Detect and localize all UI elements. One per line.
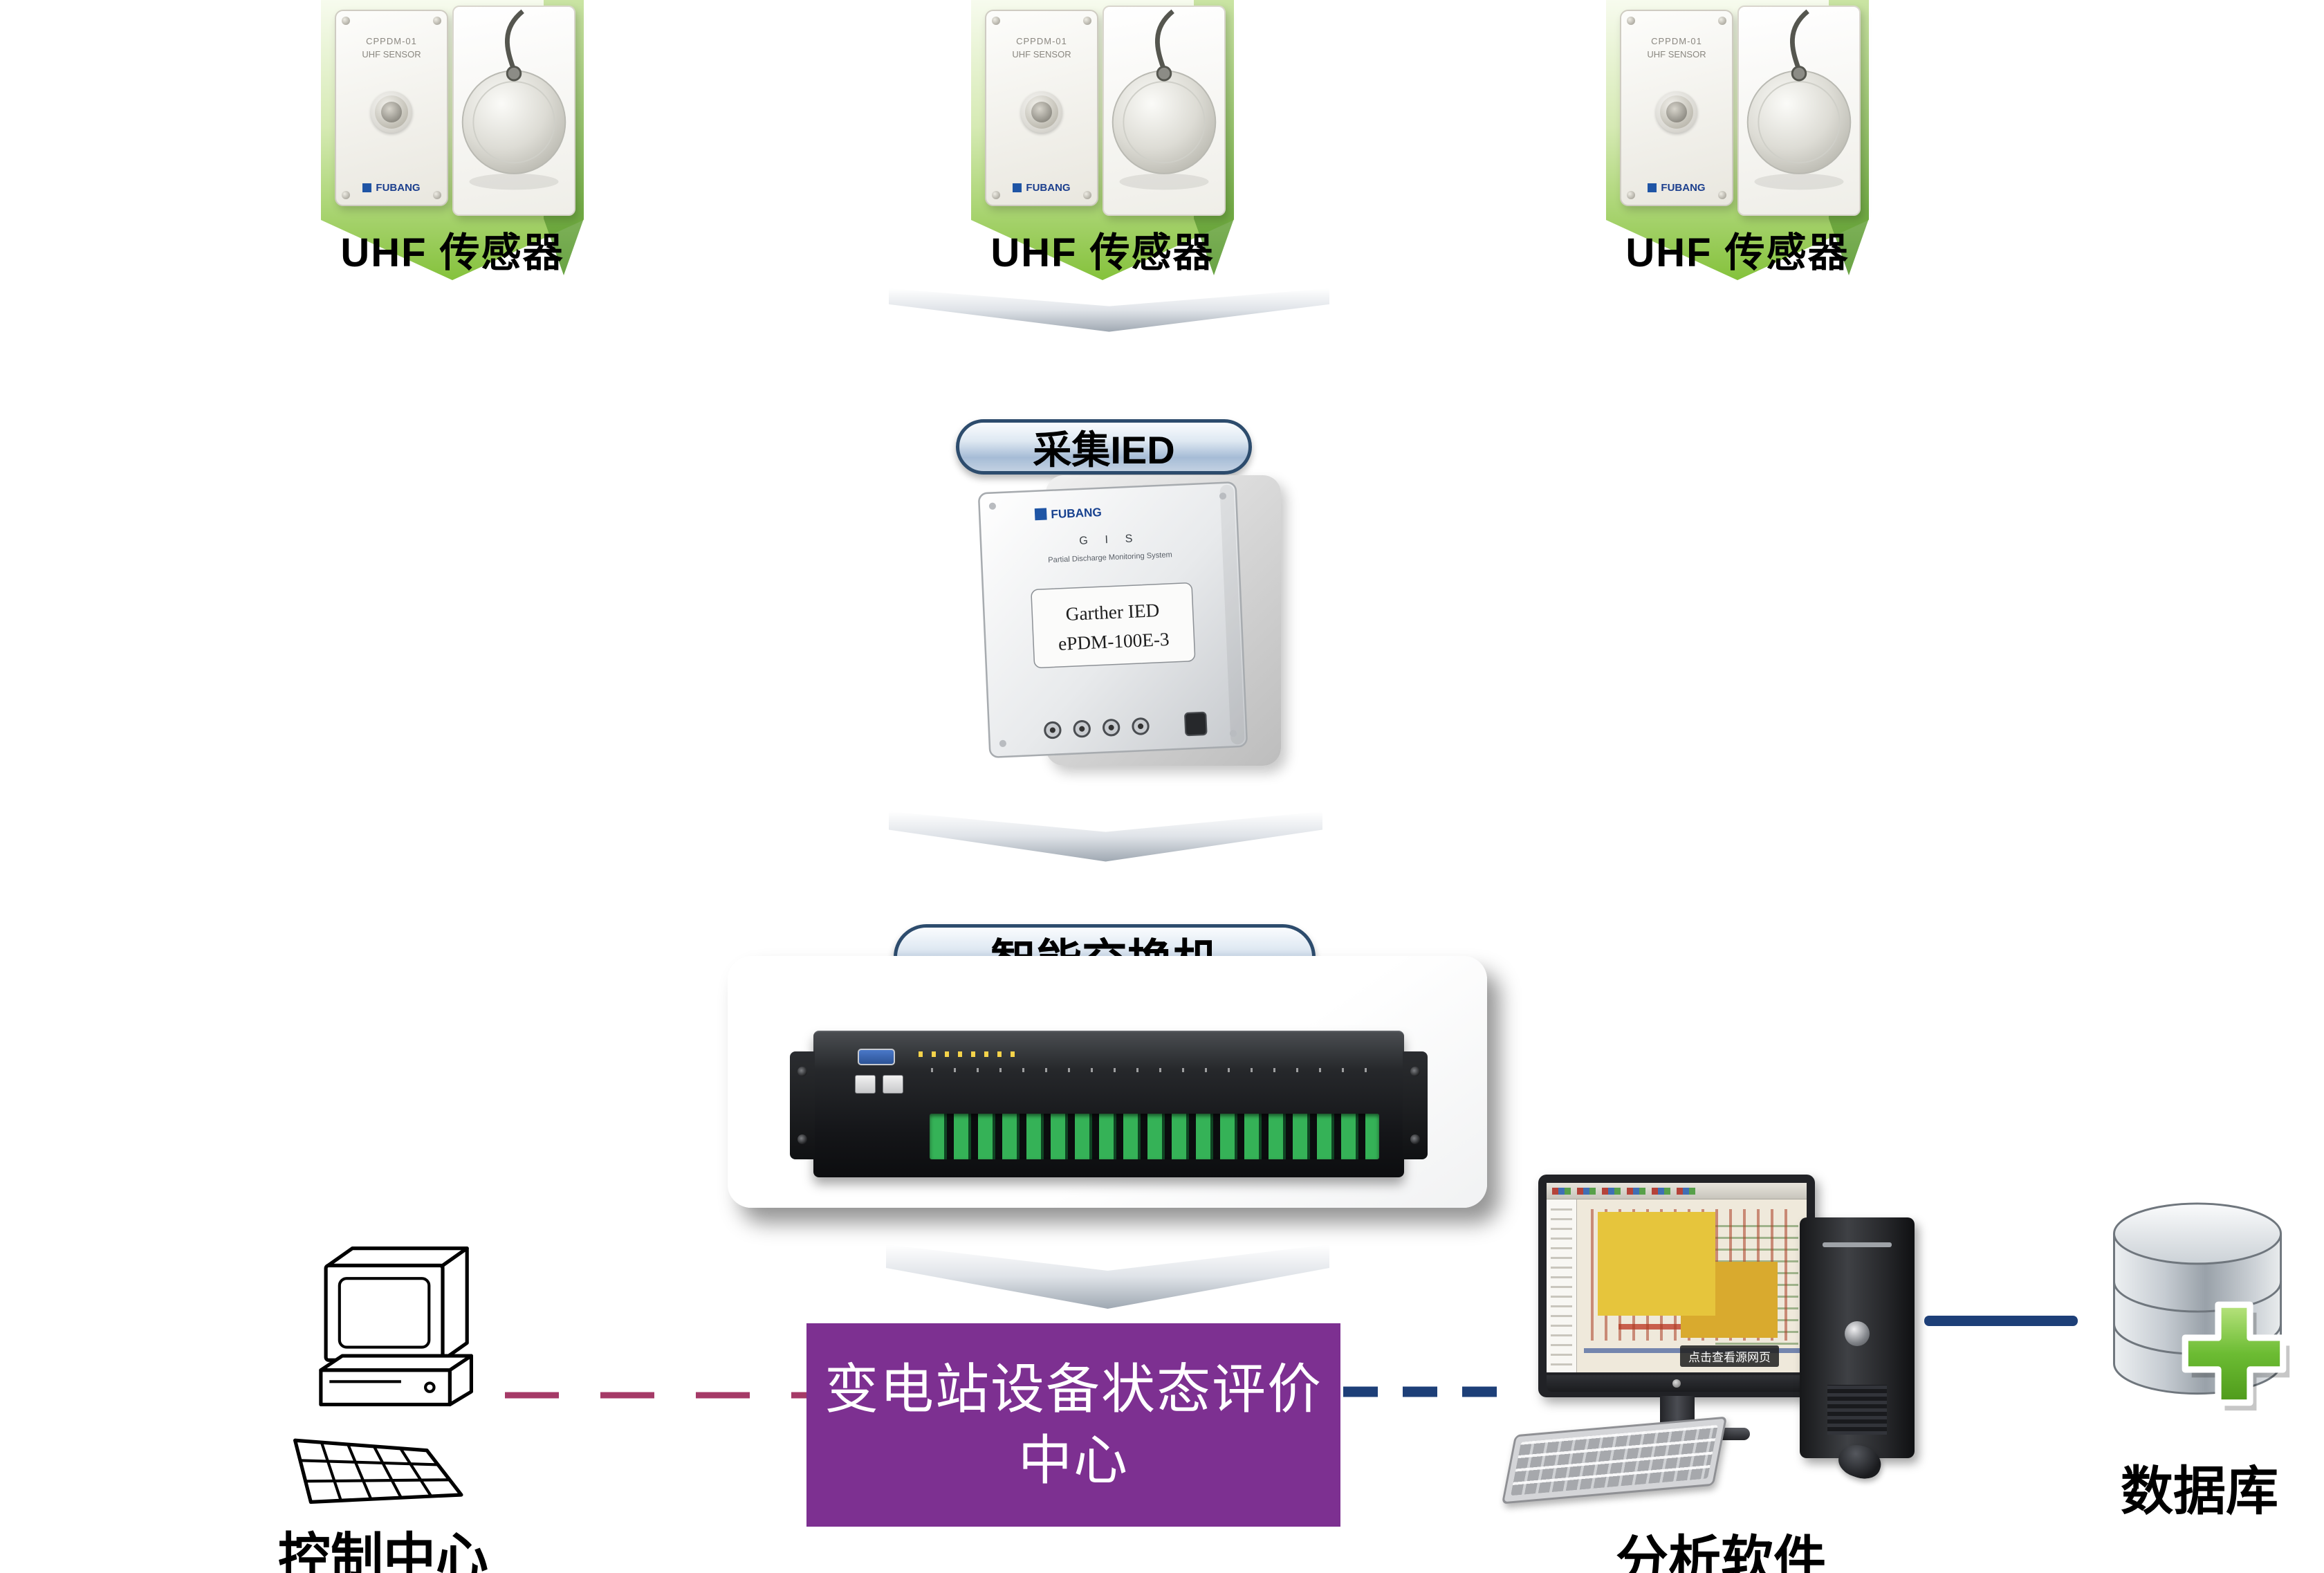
screw-icon <box>1718 17 1726 25</box>
screen-caption-badge: 点击查看源网页 <box>1680 1345 1779 1367</box>
uhf-sensor-disc-photo <box>1103 6 1226 216</box>
sensor-model-text: CPPDM-01 <box>1651 36 1702 46</box>
ied-title-pill: 采集IED <box>956 419 1252 475</box>
screen-toolbar <box>1547 1183 1807 1199</box>
sensor-type-text: UHF SENSOR <box>1012 49 1071 59</box>
keyboard-icon <box>1501 1416 1728 1505</box>
evaluation-center-box: 变电站设备状态评价 中心 <box>806 1323 1340 1527</box>
sensor-type-text: UHF SENSOR <box>1647 49 1706 59</box>
uhf-sensor-label: UHF 传感器 <box>990 230 1215 275</box>
analysis-monitor: 点击查看源网页 <box>1538 1175 1815 1397</box>
ied-gis-text: G I S <box>1079 532 1140 547</box>
brand-text: FUBANG <box>1661 182 1706 194</box>
uhf-sensor-panel-photo: CPPDM-01 UHF SENSOR FUBANG <box>335 10 448 206</box>
uhf-sensor-group-3: CPPDM-01 UHF SENSOR FUBANG UHF 传感器 <box>1606 0 1869 332</box>
down-arrow-icon-2 <box>889 811 1322 862</box>
sensor-type-text: UHF SENSOR <box>362 49 421 59</box>
monitor-logo-icon <box>1672 1379 1681 1388</box>
database-icon <box>2113 1202 2290 1411</box>
brand-text: FUBANG <box>1026 182 1071 194</box>
ied-model-text: ePDM-100E-3 <box>1058 629 1170 654</box>
ied-title-text: 采集IED <box>1033 427 1175 472</box>
rf-connector-icon <box>371 91 412 133</box>
monitor-chin <box>1547 1375 1807 1392</box>
screw-icon <box>1627 17 1635 25</box>
control-center-label: 控制中心 <box>278 1529 488 1573</box>
analysis-software-label: 分析软件 <box>1616 1531 1826 1573</box>
uhf-sensor-disc-photo <box>1737 6 1861 216</box>
green-terminal-port-row <box>930 1114 1379 1159</box>
vga-port-icon <box>858 1049 895 1065</box>
screw-icon <box>342 191 350 199</box>
switch-photo <box>790 1031 1428 1177</box>
tower-badge-icon <box>1845 1321 1870 1346</box>
rf-connector-icon <box>1021 91 1062 133</box>
screw-icon <box>992 191 1000 199</box>
sensor-brand: FUBANG <box>1621 182 1732 194</box>
plus-icon <box>2182 1301 2290 1411</box>
fubang-logo-icon <box>1034 508 1047 521</box>
tower-vents-icon <box>1827 1385 1888 1435</box>
uhf-sensor-group-1: CPPDM-01 UHF SENSOR FUBANG UHF 传感器 <box>321 0 584 332</box>
screen-side-panel <box>1547 1199 1577 1372</box>
connector-solid-navy <box>1924 1316 2078 1326</box>
evaluation-center-line1: 变电站设备状态评价 <box>824 1359 1322 1420</box>
screw-icon <box>1083 17 1091 25</box>
rack-ear-left-icon <box>790 1051 815 1159</box>
rj45-port-icon <box>883 1075 903 1094</box>
screw-icon <box>433 191 441 199</box>
uhf-sensor-panel-photo: CPPDM-01 UHF SENSOR FUBANG <box>985 10 1098 206</box>
rack-ear-right-icon <box>1403 1051 1428 1159</box>
screw-icon <box>992 17 1000 25</box>
screw-icon <box>342 17 350 25</box>
brand-logo-icon <box>1648 183 1657 192</box>
database-label: 数据库 <box>2121 1462 2278 1521</box>
drive-slot-icon <box>1823 1242 1892 1247</box>
switch-card <box>728 956 1487 1208</box>
brand-logo-icon <box>362 183 372 192</box>
ied-device-photo: FUBANG G I S Partial Discharge Monitorin… <box>978 481 1248 758</box>
screw-icon <box>1627 191 1635 199</box>
uhf-sensor-group-2: CPPDM-01 UHF SENSOR FUBANG UHF 传感器 <box>971 0 1234 332</box>
uhf-sensor-panel-photo: CPPDM-01 UHF SENSOR FUBANG <box>1620 10 1733 206</box>
brand-text: FUBANG <box>376 182 421 194</box>
connector-dashed-crimson <box>505 1392 809 1399</box>
led-row-icon <box>919 1051 1015 1057</box>
computer-lineart-icon <box>293 1247 474 1504</box>
uhf-sensor-label: UHF 传感器 <box>1625 230 1850 275</box>
down-arrow-icon-1 <box>889 288 1329 332</box>
screen-cad-art <box>1577 1199 1807 1372</box>
screw-icon <box>1083 191 1091 199</box>
connector-dashed-navy <box>1343 1386 1509 1397</box>
screw-icon <box>433 17 441 25</box>
pc-tower-icon <box>1800 1217 1915 1458</box>
down-arrow-icon-3 <box>886 1244 1329 1309</box>
ied-name-text: Garther IED <box>1065 600 1160 625</box>
sensor-model-text: CPPDM-01 <box>1016 36 1067 46</box>
port-label-row <box>931 1068 1376 1072</box>
screw-icon <box>1718 191 1726 199</box>
sensor-brand: FUBANG <box>336 182 447 194</box>
rf-connector-icon <box>1656 91 1697 133</box>
monitor-screen: 点击查看源网页 <box>1547 1183 1807 1372</box>
evaluation-center-line2: 中心 <box>1017 1430 1129 1491</box>
uhf-sensor-disc-photo <box>452 6 575 216</box>
sensor-model-text: CPPDM-01 <box>366 36 417 46</box>
sensor-brand: FUBANG <box>986 182 1097 194</box>
ied-brand-text: FUBANG <box>1051 505 1102 521</box>
rj45-port-icon <box>855 1075 876 1094</box>
brand-logo-icon <box>1013 183 1022 192</box>
uhf-sensor-label: UHF 传感器 <box>340 230 564 275</box>
